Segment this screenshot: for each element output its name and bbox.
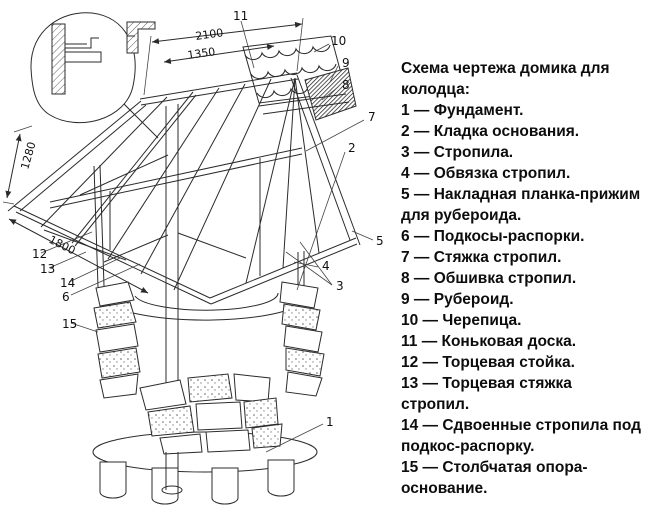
- well-house-schematic: 2100 1350 1280 1800: [2, 9, 384, 505]
- part-label-2: 2: [348, 141, 356, 155]
- part-labels: 1 2 3 4 5 6 7 8 9 10 11 12 13 14 15: [32, 9, 384, 429]
- stone-well: [93, 281, 325, 455]
- legend-item-7: 7 — Стяжка стропил.: [401, 249, 562, 266]
- part-label-4: 4: [322, 259, 330, 273]
- legend-item-4: 4 — Обвязка стропил.: [401, 165, 571, 182]
- dimension-1280: 1280: [18, 140, 38, 170]
- dimension-1350: 1350: [187, 45, 217, 62]
- legend-item-14: 14 — Сдвоенные стропила под подкос-распо…: [401, 417, 641, 455]
- legend-item-13: 13 — Торцевая стяжка стропил.: [401, 375, 572, 413]
- part-label-5: 5: [376, 234, 384, 248]
- part-label-13: 13: [40, 262, 55, 276]
- part-label-6: 6: [62, 290, 70, 304]
- legend-item-10: 10 — Черепица.: [401, 312, 522, 329]
- part-label-7: 7: [368, 110, 376, 124]
- part-label-14: 14: [60, 276, 75, 290]
- legend: Схема чертежа домика для колодца: 1 — Фу…: [401, 58, 644, 499]
- part-label-11: 11: [233, 9, 248, 23]
- part-label-10: 10: [331, 34, 346, 48]
- legend-item-11: 11 — Коньковая доска.: [401, 333, 577, 350]
- legend-title: Схема чертежа домика для колодца:: [401, 60, 610, 98]
- dimension-2100: 2100: [195, 26, 225, 43]
- well-house-drawing: 2100 1350 1280 1800: [2, 9, 384, 505]
- detail-balloon: [30, 12, 159, 139]
- ruberoid-layer: [304, 67, 357, 121]
- roof-frame: [7, 72, 361, 305]
- part-label-3: 3: [336, 279, 344, 293]
- part-label-15: 15: [62, 317, 77, 331]
- legend-item-5: 5 — Накладная планка-прижим для рубероид…: [401, 186, 641, 224]
- legend-item-9: 9 — Рубероид.: [401, 291, 514, 308]
- part-label-12: 12: [32, 247, 47, 261]
- center-post: [165, 104, 305, 388]
- roof-tiles: [242, 35, 357, 121]
- legend-item-15: 15 — Столбчатая опора-основание.: [401, 459, 588, 497]
- legend-item-12: 12 — Торцевая стойка.: [401, 354, 575, 371]
- center-post-lower: [161, 452, 183, 495]
- base-foundation: [92, 431, 318, 505]
- legend-item-8: 8 — Обшивка стропил.: [401, 270, 577, 287]
- part-label-8: 8: [342, 78, 350, 92]
- leader-lines: [40, 20, 374, 453]
- part-label-9: 9: [342, 56, 350, 70]
- legend-item-1: 1 — Фундамент.: [401, 102, 524, 119]
- legend-item-6: 6 — Подкосы-распорки.: [401, 228, 585, 245]
- legend-item-2: 2 — Кладка основания.: [401, 123, 580, 140]
- part-label-1: 1: [326, 415, 334, 429]
- legend-item-3: 3 — Стропила.: [401, 144, 514, 161]
